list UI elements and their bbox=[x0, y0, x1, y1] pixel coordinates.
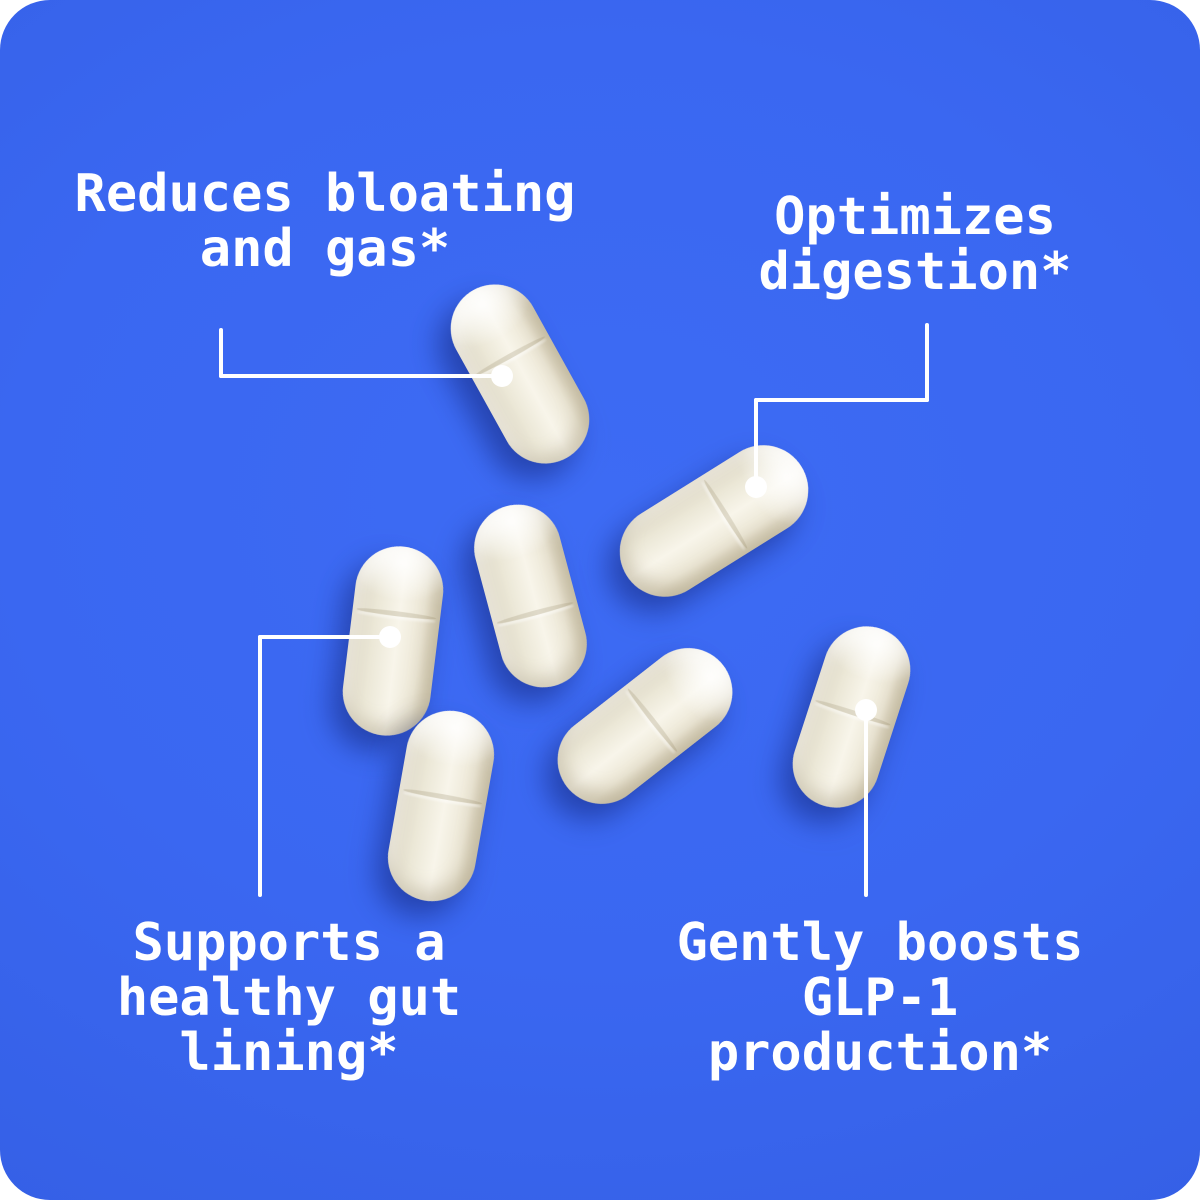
callout-line-optimizes-digestion bbox=[754, 398, 758, 489]
callout-line-reduces-bloating bbox=[219, 328, 223, 378]
callout-dot-reduces-bloating bbox=[491, 365, 513, 387]
callout-supports-gut-lining: Supports a healthy gut lining* bbox=[116, 913, 462, 1083]
callout-line-optimizes-digestion bbox=[754, 398, 929, 402]
callout-boosts-glp1: Gently boosts GLP-1 production* bbox=[676, 913, 1084, 1083]
callout-line-boosts-glp1 bbox=[864, 710, 868, 897]
callout-optimizes-digestion: Optimizes digestion* bbox=[758, 187, 1072, 302]
callout-line-optimizes-digestion bbox=[925, 323, 929, 402]
callout-dot-optimizes-digestion bbox=[745, 476, 767, 498]
callout-line-reduces-bloating bbox=[219, 374, 506, 378]
callout-dot-supports-gut-lining bbox=[379, 626, 401, 648]
callout-line-supports-gut-lining bbox=[258, 635, 262, 897]
callout-line-supports-gut-lining bbox=[258, 635, 394, 639]
callout-dot-boosts-glp1 bbox=[855, 699, 877, 721]
callout-reduces-bloating: Reduces bloating and gas* bbox=[74, 164, 576, 279]
